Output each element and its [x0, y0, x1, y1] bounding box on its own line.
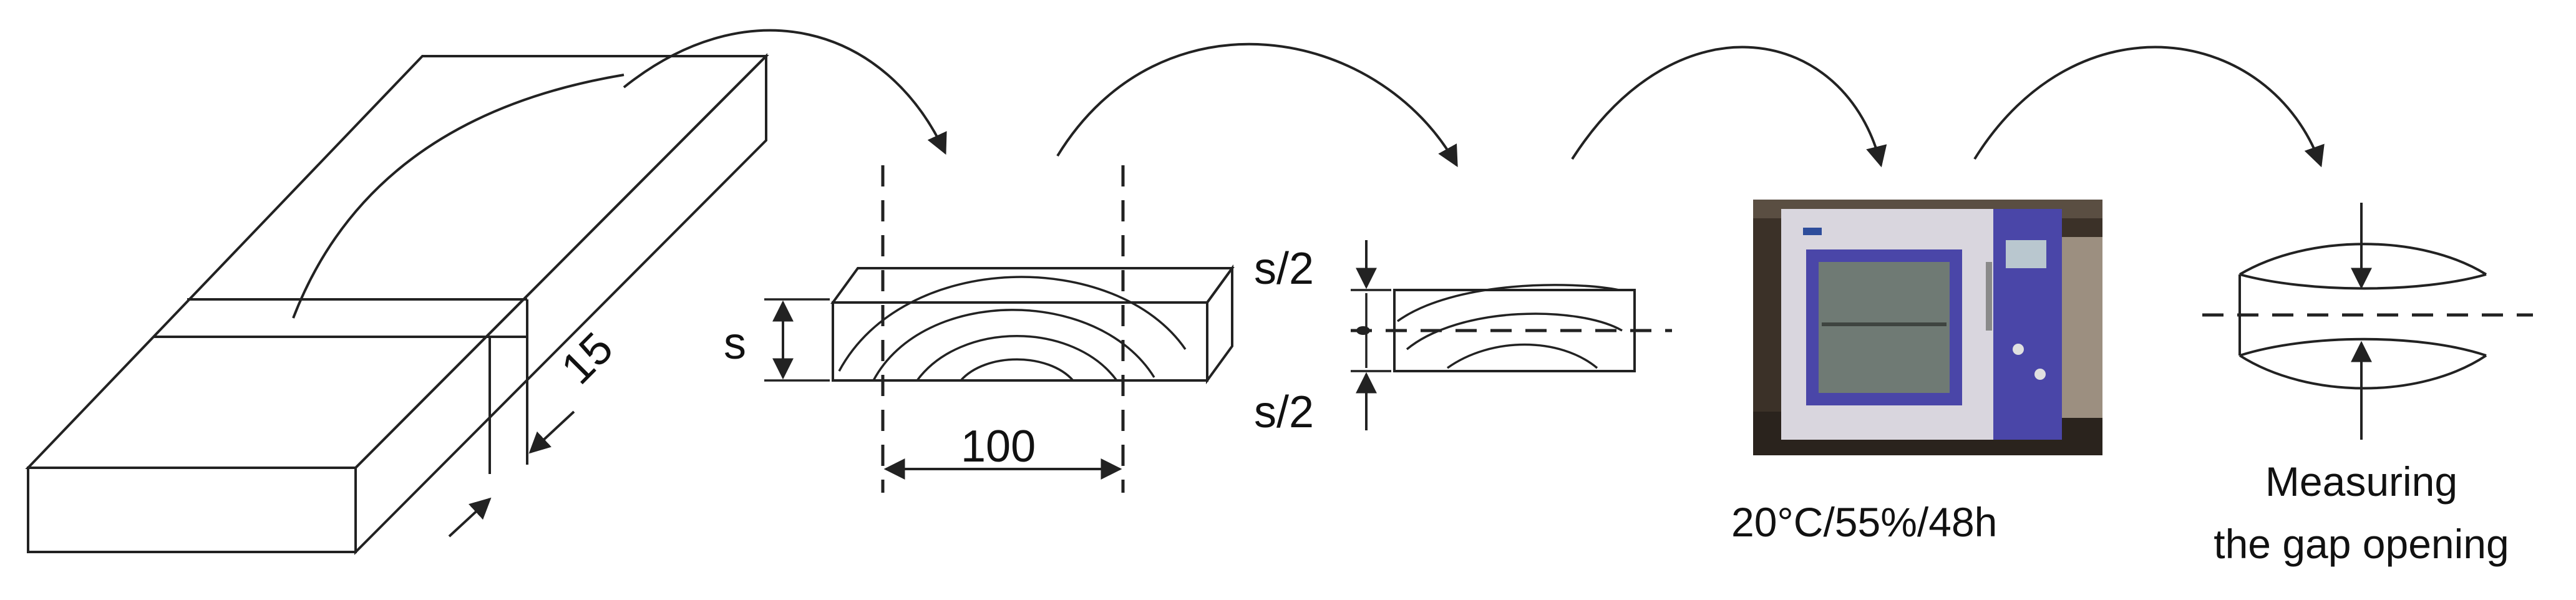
split-mark: [1356, 326, 1370, 335]
upper-half-bottom: [2239, 273, 2487, 290]
chamber-badge: [1803, 228, 1822, 235]
climate-chamber-photo: [1753, 200, 2102, 455]
chamber-switch-1: [2013, 344, 2024, 355]
dim-15-label: 15: [552, 323, 623, 394]
process-arrow-3: [1571, 46, 1887, 168]
lower-half-bottom: [2238, 354, 2487, 390]
split-ring-1: [1396, 284, 1620, 322]
ring-4: [960, 358, 1074, 382]
timber-board: 15: [25, 53, 769, 555]
chamber-window: [1819, 262, 1950, 393]
chamber-handle: [1986, 262, 1992, 331]
board-side-face: [354, 53, 767, 555]
dim-s-label: s: [724, 319, 746, 369]
slice-side-face: [1206, 264, 1233, 385]
board-front-face: [27, 467, 357, 553]
chamber-display: [2006, 240, 2046, 268]
specimen-slice: s 100: [724, 165, 1235, 493]
process-arrow-1: [623, 29, 947, 155]
measuring-label-line1: Measuring: [2265, 458, 2457, 505]
dim-s2-top-label: s/2: [1254, 244, 1314, 294]
process-arrows: [623, 29, 2325, 168]
upper-half-top: [2238, 243, 2487, 276]
process-arrow-2: [1056, 42, 1458, 167]
ring-2: [872, 309, 1155, 381]
dim-s2-bottom-label: s/2: [1254, 387, 1314, 437]
photo-side-wall: [2062, 237, 2102, 418]
split-ring-3: [1446, 343, 1598, 369]
measuring-label-line2: the gap opening: [2214, 521, 2509, 567]
gap-measurement: [2202, 203, 2533, 440]
dim-15-arrow-a: [448, 497, 492, 538]
split-ring-2: [1406, 312, 1623, 351]
lower-half-top: [2239, 337, 2487, 357]
slice-top-face: [830, 267, 1235, 304]
process-arrow-4: [1973, 46, 2325, 168]
dim-100-label: 100: [961, 422, 1036, 472]
conditioning-label: 20°C/55%/48h: [1731, 499, 1997, 545]
dim-15-arrow-b: [528, 410, 575, 454]
grain-arc: [292, 74, 625, 319]
split-specimen: s/2 s/2: [1254, 240, 1672, 437]
ring-3: [916, 335, 1118, 382]
ring-1: [838, 276, 1187, 372]
chamber-switch-2: [2034, 369, 2046, 380]
board-top-face: [25, 55, 769, 469]
